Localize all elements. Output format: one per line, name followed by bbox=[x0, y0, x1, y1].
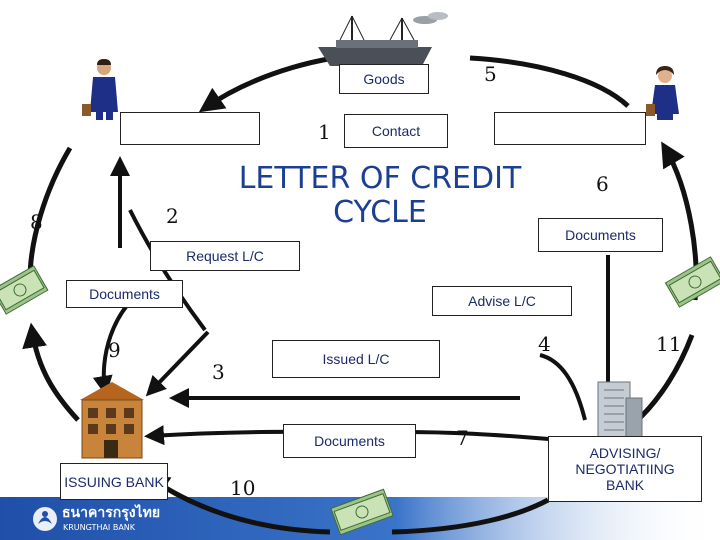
issued-lc-label: Issued L/C bbox=[272, 340, 440, 378]
request-lc-label: Request L/C bbox=[150, 241, 300, 271]
money-stack-icon bbox=[0, 265, 49, 315]
arrow-left-lower bbox=[22, 322, 80, 422]
diagram-title: LETTER OF CREDIT CYCLE bbox=[200, 162, 560, 230]
ship-icon bbox=[318, 12, 448, 66]
arrow-bottom-left bbox=[143, 473, 331, 535]
goods-label: Goods bbox=[339, 64, 429, 94]
documents-seller-label: Documents bbox=[538, 218, 663, 252]
contact-label: Contact bbox=[344, 114, 448, 148]
step-10: 10 bbox=[230, 476, 256, 500]
money-stack-icon bbox=[664, 256, 720, 308]
arrow-advise-lc bbox=[539, 353, 587, 421]
office-tower-icon bbox=[597, 381, 643, 445]
buyer-person-icon bbox=[82, 59, 118, 120]
bank-building-icon bbox=[80, 382, 144, 459]
logo-thai-name: ธนาคารกรุงไทย bbox=[62, 505, 161, 521]
arrow-issued-start bbox=[145, 330, 210, 397]
documents-left-label: Documents bbox=[66, 280, 183, 308]
step-11: 11 bbox=[656, 332, 682, 356]
krungthai-logo-icon bbox=[33, 507, 57, 531]
buyer-box bbox=[120, 112, 260, 145]
step-8: 8 bbox=[30, 210, 43, 234]
advise-lc-label: Advise L/C bbox=[432, 286, 572, 316]
documents-bottom-label: Documents bbox=[283, 424, 416, 458]
title-line-1: LETTER OF CREDIT bbox=[238, 161, 522, 196]
step-2: 2 bbox=[166, 204, 179, 228]
arrow-seller-to-ship bbox=[469, 55, 630, 108]
seller-person-icon bbox=[646, 66, 679, 120]
issuing-bank-label: ISSUING BANK bbox=[60, 463, 168, 500]
advising-bank-label: ADVISING/ NEGOTIATIING BANK bbox=[548, 436, 702, 502]
logo-english-name: KRUNGTHAI BANK bbox=[63, 523, 136, 532]
step-5: 5 bbox=[484, 62, 497, 86]
arrow-left-upper bbox=[27, 146, 73, 281]
seller-box bbox=[494, 112, 646, 145]
step-4: 4 bbox=[538, 332, 551, 356]
arrow-documents-bottom-b bbox=[399, 430, 561, 442]
arrow-bottom-right bbox=[391, 497, 550, 535]
title-line-2: CYCLE bbox=[333, 195, 427, 230]
step-9: 9 bbox=[108, 338, 121, 362]
step-6: 6 bbox=[596, 172, 609, 196]
step-7: 7 bbox=[456, 426, 469, 450]
step-1: 1 bbox=[318, 120, 331, 144]
money-stack-icon bbox=[330, 488, 394, 536]
step-3: 3 bbox=[212, 360, 225, 384]
